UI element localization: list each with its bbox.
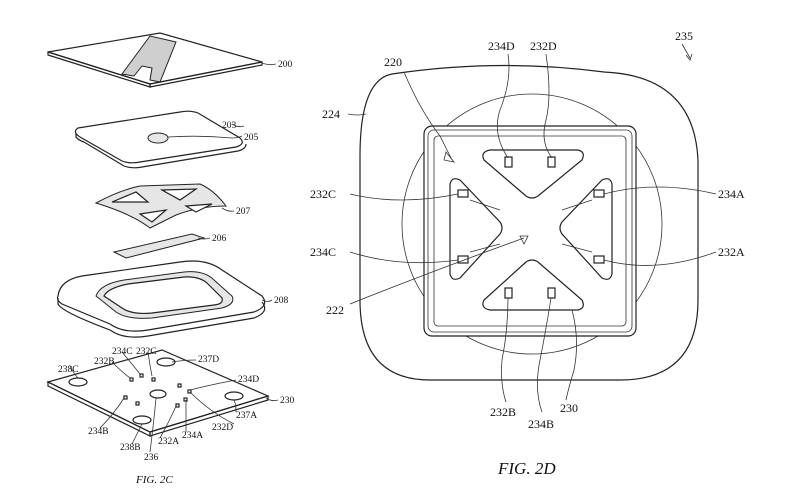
label-232D: 232D [212, 423, 233, 433]
label-232B: 232B [94, 357, 115, 367]
label-232A: 232A [158, 437, 179, 447]
leaders-2d [347, 43, 717, 413]
center-contact-236 [149, 389, 167, 399]
label-235: 235 [675, 29, 693, 43]
label-237D: 237D [198, 355, 219, 365]
caption-fig-2d: FIG. 2D [497, 459, 556, 478]
contact-234C [457, 255, 469, 264]
label-234D: 234D [488, 39, 515, 53]
label-232C: 232C [136, 347, 157, 357]
caption-fig-2c: FIG. 2C [135, 474, 173, 486]
label-220: 220 [384, 55, 402, 69]
label-232A: 232A [718, 245, 745, 259]
contact-234D [504, 156, 513, 168]
label-236: 236 [144, 453, 159, 463]
label-237A: 237A [236, 411, 257, 421]
label-208: 208 [274, 296, 289, 306]
pad-left [449, 178, 503, 280]
label-207: 207 [236, 207, 251, 217]
label-238C: 238C [58, 365, 79, 375]
base-layer-230 [46, 349, 270, 437]
label-234C: 234C [112, 347, 133, 357]
label-224: 224 [322, 107, 340, 121]
keycap-layer-200: A [47, 32, 263, 88]
housing-224 [359, 64, 699, 381]
label-203: 203 [222, 121, 237, 131]
labels-2c: 200 203 205 207 206 208 230 238C 232B 23… [58, 60, 295, 463]
label-238B: 238B [120, 443, 141, 453]
leaders-2c [69, 61, 279, 453]
label-234B: 234B [88, 427, 109, 437]
contact-232A [593, 255, 605, 264]
fig-2c: A [46, 32, 295, 486]
label-205: 205 [244, 133, 259, 143]
label-234A: 234A [718, 187, 745, 201]
label-222: 222 [326, 303, 344, 317]
dome-circle [401, 93, 663, 355]
mechanism-layer-207 [94, 183, 228, 229]
contact-234A [593, 189, 605, 198]
keycap-letter-shape [121, 35, 177, 83]
contact-232B [504, 287, 513, 299]
label-206: 206 [212, 234, 227, 244]
membrane-layer-203 [74, 110, 247, 169]
label-232D: 232D [530, 39, 557, 53]
label-232B: 232B [490, 405, 516, 419]
pad-right [559, 178, 613, 280]
contact-232C [457, 189, 469, 198]
frame-220 [423, 125, 637, 337]
pad-bottom [482, 259, 584, 311]
fig-2d: 235 234D 232D 220 224 232C 234A 234C 232… [310, 29, 745, 478]
label-234D: 234D [238, 375, 259, 385]
contact-234B [547, 287, 556, 299]
labels-2d: 235 234D 232D 220 224 232C 234A 234C 232… [310, 29, 745, 431]
label-234A: 234A [182, 431, 203, 441]
dome-205 [147, 132, 169, 144]
label-234B: 234B [528, 417, 554, 431]
switch-strip-206 [112, 233, 206, 259]
label-234C: 234C [310, 245, 336, 259]
label-232C: 232C [310, 187, 336, 201]
frame-layer-208 [56, 260, 266, 338]
label-230: 230 [560, 401, 578, 415]
label-200: 200 [278, 60, 293, 70]
label-230: 230 [280, 396, 295, 406]
